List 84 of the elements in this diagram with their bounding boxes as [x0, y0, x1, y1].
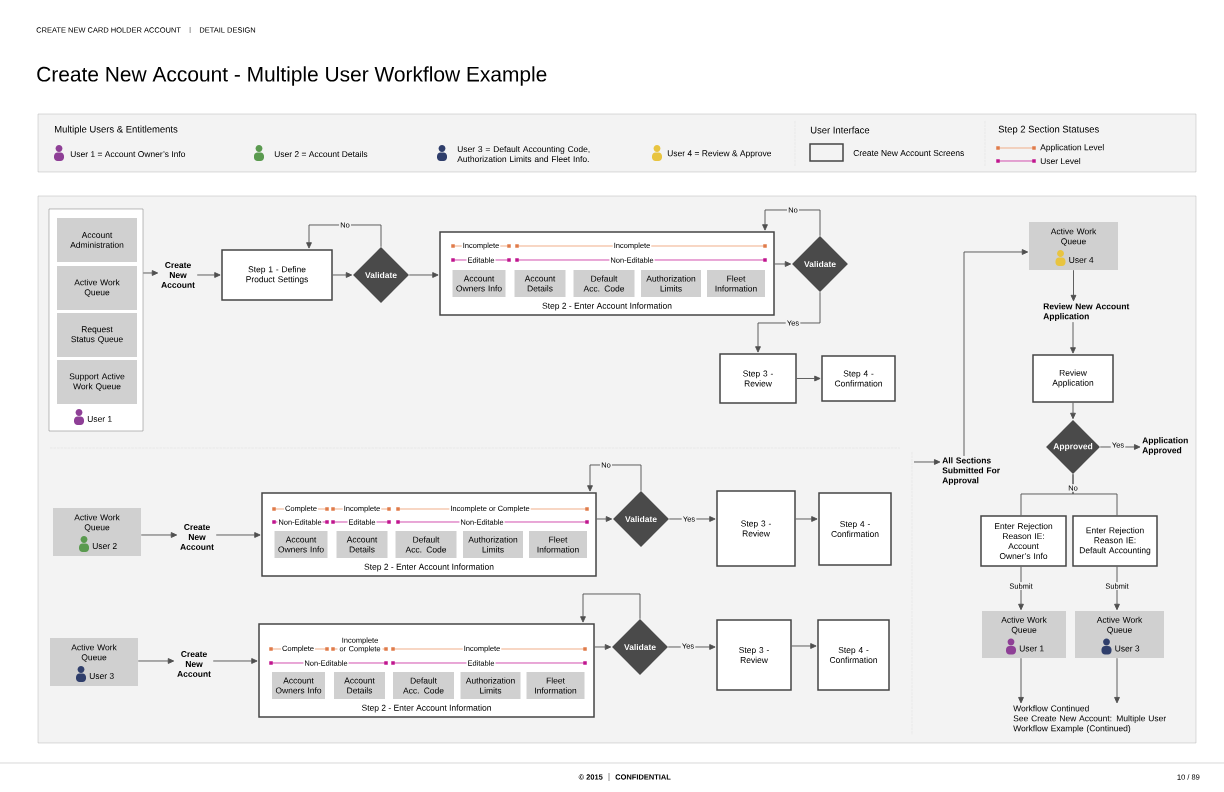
arrow [795, 516, 818, 522]
step-box: Step 1 - Define Product Settings [221, 249, 333, 301]
arrow [1070, 269, 1077, 302]
action-text: All Sections Submitted For Approval [942, 457, 1000, 485]
arrow [596, 516, 613, 522]
step-box: Step 3 - Review [719, 353, 797, 404]
arrow [796, 375, 821, 382]
step-box: Enter Rejection Reason IE: Default Accounting [1072, 515, 1158, 567]
section-tab: Authorization Limits [641, 270, 701, 297]
legend-label: User 3 = Default Accounting Code, Authorization Limits and Fleet Info. [457, 145, 590, 163]
action-text: Application Approved [1142, 437, 1188, 455]
action-text: Create New Account [161, 262, 195, 288]
arrow [774, 261, 792, 267]
arrow [1114, 566, 1120, 611]
arrow [594, 644, 612, 650]
action-text: Review New Account Application [1043, 303, 1130, 321]
section-tab: Default Acc. Code [573, 270, 635, 297]
section-tab: Fleet Information [707, 270, 765, 297]
step-box: Step 3 - Review [716, 619, 792, 691]
legend-label: User Level [1040, 157, 1081, 165]
menu-item: Request Status Queue [57, 313, 137, 357]
arrow [215, 532, 261, 538]
arrow [755, 291, 821, 353]
arrow [212, 658, 258, 664]
arrow [196, 272, 221, 278]
legend-label: User 2 = Account Details [274, 150, 368, 158]
arrow [1070, 321, 1076, 354]
legend-label: Create New Account Screens [853, 150, 964, 156]
section-tab: Authorization Limits [463, 531, 523, 558]
section-tab: Account Owners Info [272, 672, 325, 699]
section-tab: Fleet Information [526, 672, 585, 699]
connector-line [1072, 473, 1118, 516]
arrow [587, 464, 642, 492]
step-box: Step 4 - Confirmation [817, 619, 890, 691]
step-box: Enter Rejection Reason IE: Account Owner’s Info [980, 515, 1067, 567]
step-box: Step 4 - Confirmation [818, 492, 892, 566]
menu-item: Support Active Work Queue [57, 360, 137, 404]
legend-label: User 4 = Review & Approve [667, 150, 772, 158]
action-text: Create New Account [177, 651, 211, 677]
menu-item: Active Work Queue [57, 266, 137, 310]
section-tab: Account Details [514, 270, 566, 297]
arrow [1018, 566, 1024, 611]
legend-heading: Multiple Users & Entitlements [55, 125, 178, 135]
section-tab: Fleet Information [529, 531, 587, 558]
step-box: Review Application [1032, 354, 1114, 403]
arrow [142, 270, 159, 276]
legend-label: Application Level [1040, 144, 1104, 152]
arrow [667, 644, 716, 650]
arrow [580, 593, 641, 623]
section-tab: Account Details [334, 672, 385, 699]
action-text: Create New Account [180, 524, 214, 550]
queue-box: Active Work Queue User 4 [1029, 222, 1118, 270]
queue-box: Active Work Queue User 1 [982, 611, 1066, 658]
arrow [1018, 657, 1024, 704]
note-text: Workflow Continued See Create New Account: Multiple User Workflow Example (Continued) [1013, 705, 1166, 733]
queue-box: Active Work Queue User 3 [1075, 611, 1164, 658]
legend-heading: Step 2 Section Statuses [998, 125, 1099, 135]
section-tab: Account Owners Info [452, 270, 506, 297]
arrow [332, 272, 353, 278]
section-tab: Account Owners Info [274, 531, 328, 558]
arrow [963, 249, 1029, 457]
arrow [408, 272, 439, 278]
section-tab: Account Details [336, 531, 388, 558]
menu-item: Account Administration [57, 218, 137, 262]
legend-label: User 1 = Account Owner’s Info [70, 150, 186, 158]
legend-heading: User Interface [810, 126, 870, 134]
arrow [137, 658, 175, 664]
arrow [140, 532, 178, 538]
arrow [1099, 444, 1141, 450]
arrow [1114, 657, 1120, 704]
step-box: Step 4 - Confirmation [821, 355, 896, 402]
step-box: Step 3 - Review [716, 490, 796, 567]
arrow [762, 209, 821, 237]
section-tab: Authorization Limits [460, 672, 521, 699]
arrow [1070, 402, 1076, 420]
section-tab: Default Acc. Code [395, 531, 457, 558]
arrow [306, 224, 382, 249]
section-tab: Default Acc. Code [393, 672, 454, 699]
queue-box: Active Work Queue User 2 [53, 508, 141, 556]
arrow [668, 516, 716, 522]
title: Create New Account - Multiple User Workflow Example [37, 66, 547, 86]
arrow [913, 459, 941, 465]
queue-box: Active Work Queue User 3 [50, 638, 138, 686]
arrow [791, 643, 817, 649]
